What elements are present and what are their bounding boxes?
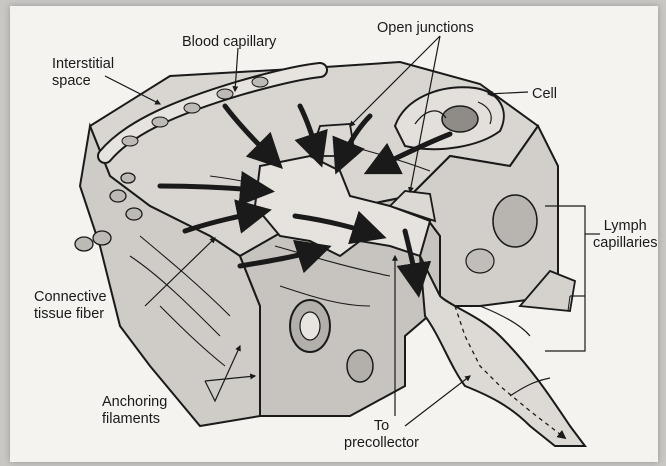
interstitial-space-label: Interstitial space: [52, 56, 114, 90]
tissue-cell-right: [493, 195, 537, 247]
connective-tissue-fiber-label: Connective tissue fiber: [34, 289, 107, 323]
lymph-capillaries-label: Lymph capillaries: [593, 218, 657, 252]
blood-capillary-label: Blood capillary: [182, 34, 276, 51]
diagram-page: Blood capillary Open junctions Interstit…: [10, 6, 658, 462]
anchoring-filaments-label: Anchoring filaments: [102, 394, 167, 428]
to-precollector-label: To precollector: [344, 418, 419, 452]
open-junctions-label: Open junctions: [377, 20, 474, 37]
cell-label: Cell: [532, 86, 557, 103]
